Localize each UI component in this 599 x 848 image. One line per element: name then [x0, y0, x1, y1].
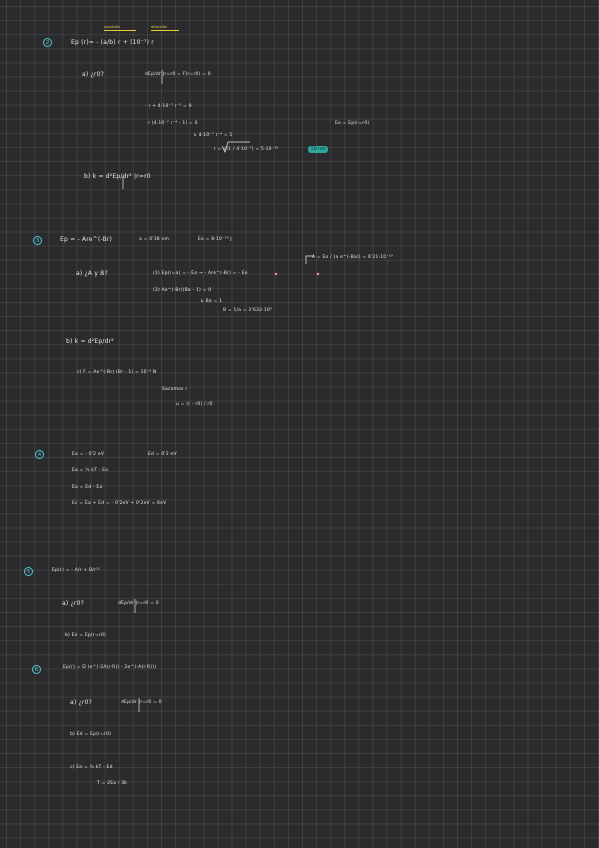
question-a: a) ¿A y B? — [76, 270, 108, 277]
annotation-underline — [151, 30, 179, 31]
problem-number: 5 — [24, 567, 33, 576]
question-a: a) ¿r0? — [70, 699, 92, 706]
problem-number: 4 — [35, 450, 44, 459]
energy-note: Eo = Ep(r=r0) — [335, 121, 370, 126]
result-line: B = 1/a = 2'632·10⁹ — [223, 308, 272, 313]
equation-header: Ep(r) = - A/r + B/r¹² — [52, 568, 101, 573]
question-c: c) Ea = ½ kT - Ed — [70, 765, 113, 770]
question-b: b) k = d²Ep/dr² |r=r0 — [84, 173, 151, 180]
annotation-repulsion: repulsión — [104, 25, 121, 29]
equation-line: (2) Ae^(-Br)(Ba - 1) = 0 — [153, 288, 212, 293]
result-line: A = Eo / (a e^(-Ba)) = 6'21·10⁻¹⁹ — [312, 255, 393, 260]
equation-line: (1) Ep(r=a) = - Eo → - Are^(-Br) = - Eo — [153, 271, 248, 276]
highlighted-result: 50 nm — [308, 146, 329, 153]
problem-number: 3 — [33, 236, 42, 245]
root-result: r = √(1 / 4·10⁻⁷) = 5·10⁻¹⁰ — [214, 147, 279, 152]
equation-header: Ep = - Are^(-Br) — [60, 236, 113, 243]
given-value: Ed = 0'2 eV — [148, 452, 177, 457]
question-a: a) ¿r0? — [82, 71, 104, 78]
equation-line: T = 2Ea / 3k — [97, 781, 128, 786]
problem-number: 2 — [43, 38, 52, 47]
question-b: b) k = d²Ep/dr² — [66, 338, 114, 345]
equation-line: Ec = Ea + Ed = - 0'2eV + 0'2eV = 6eV — [72, 501, 167, 506]
derivative-equation: dEp/dr |r=r0 = 0 — [121, 700, 162, 705]
equation-header: Ep (r)= - (a/b) r + (10⁻⁷) r — [71, 39, 154, 46]
given-value: a = 0'38 nm — [139, 237, 170, 242]
question-b: b) Ed = Ep(r=r0) — [70, 732, 112, 737]
equation-line: u = (r - r0) / r0 — [176, 402, 213, 407]
equation-line: Ea = ½ kT - Eo — [72, 468, 109, 473]
equation-line: ↳ 4·10⁻⁷ r⁻⁴ = 1 — [193, 133, 233, 138]
problem-number: 6 — [32, 665, 41, 674]
equation-header: Ep(r) = D (e^(-2A(r-R)) - 2e^(-A(r-R))) — [63, 665, 157, 670]
annotation-underline — [104, 30, 136, 31]
derivative-equation: dEp/dr |r=r0 = F(r=r0) = 0 — [145, 72, 211, 77]
equation-line: - r + 4·10⁻⁷ r⁻³ = 0 — [145, 104, 192, 109]
annotation-attraction: atracción — [151, 25, 168, 29]
equation-line: r (4·10⁻⁷ r⁻⁴ - 1) = 0 — [148, 121, 198, 126]
note-line: Sacamos r — [162, 387, 188, 392]
question-b: b) Eo = Ep(r=r0) — [65, 633, 107, 638]
equation-line: ↳ Ba = 1 — [200, 299, 223, 304]
given-value: Eo = 8·10⁻¹⁹ J — [198, 237, 232, 242]
equation-line: Ea = Ed - Ea — [72, 485, 103, 490]
question-a: a) ¿r0? — [62, 600, 84, 607]
question-c: c) F = Ae^(-Br) (Br - 1) = 10⁻⁹ N — [77, 370, 157, 375]
derivative-equation: dEp/dr |r=r0 = 0 — [118, 601, 159, 606]
equation-header: Ea = - 0'2 eV — [72, 452, 105, 457]
